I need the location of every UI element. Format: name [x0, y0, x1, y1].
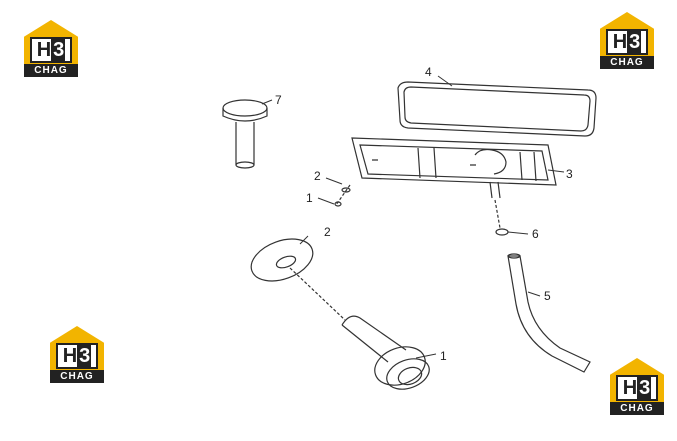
- callout-labels: 7 4 3 2 1 6 2 5 1: [275, 65, 573, 363]
- callout-label: 4: [425, 65, 432, 79]
- housing-part: [351, 137, 557, 186]
- hose-part: [507, 253, 591, 373]
- callout-label: 1: [440, 349, 447, 363]
- lens-part: [397, 81, 597, 137]
- callout-label: 2: [324, 225, 331, 239]
- washer-part: [250, 238, 346, 321]
- callout-label: 6: [532, 227, 539, 241]
- callout-label: 2: [314, 169, 321, 183]
- bolt-part: [222, 99, 268, 169]
- callout-label: 5: [544, 289, 551, 303]
- callout-label: 1: [306, 191, 313, 205]
- screw-part: [334, 184, 351, 207]
- callout-label: 3: [566, 167, 573, 181]
- leader-lines: [261, 75, 565, 359]
- cylinder-part: [341, 315, 430, 390]
- callout-label: 7: [275, 93, 282, 107]
- cable-connector: [489, 181, 509, 236]
